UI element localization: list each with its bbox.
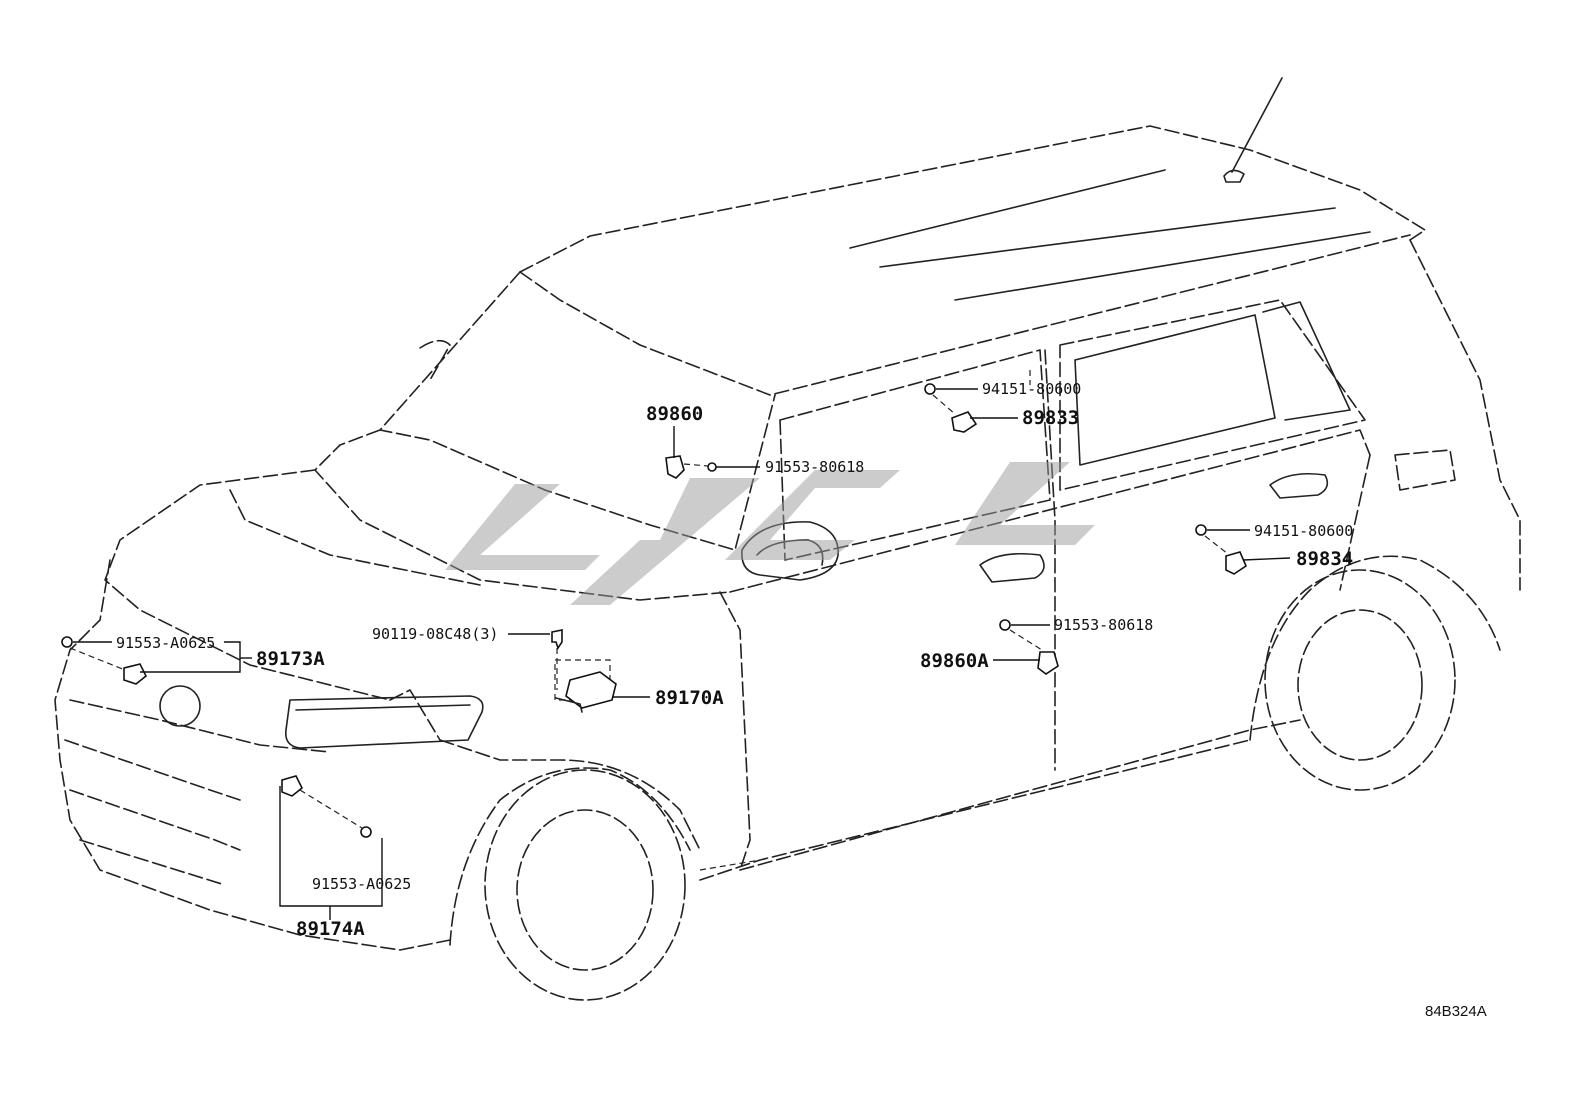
ecu-89170A-symbol bbox=[565, 671, 617, 709]
bolt-90119-symbol bbox=[551, 629, 563, 650]
callout-94151-80600-upper: 94151-80600 bbox=[982, 380, 1081, 398]
sensor-89173A-symbol bbox=[123, 663, 148, 685]
callout-89834: 89834 bbox=[1296, 548, 1353, 570]
callout-89174A: 89174A bbox=[296, 918, 365, 940]
watermark-shape-4 bbox=[955, 462, 1095, 545]
watermark-shape-2 bbox=[570, 478, 760, 605]
part-symbols bbox=[61, 383, 1247, 838]
vehicle-outline bbox=[54, 77, 1521, 1001]
nut-94151-80600-upper-symbol bbox=[924, 383, 936, 395]
bolt-91553-A0625-lower-symbol bbox=[360, 826, 372, 838]
callout-91553-A0625-lower: 91553-A0625 bbox=[312, 875, 411, 893]
callout-94151-80600-rear: 94151-80600 bbox=[1254, 522, 1353, 540]
leader-lines bbox=[69, 370, 1291, 920]
callout-89170A: 89170A bbox=[655, 687, 724, 709]
callout-89860A: 89860A bbox=[920, 650, 989, 672]
callout-89833: 89833 bbox=[1022, 407, 1079, 429]
watermark-shape-3 bbox=[725, 470, 900, 560]
bolt-91553-80618-upper-symbol bbox=[707, 462, 717, 472]
callout-91553-80618-lower: 91553-80618 bbox=[1054, 616, 1153, 634]
sensor-89834-symbol bbox=[1225, 551, 1247, 575]
callout-89173A: 89173A bbox=[256, 648, 325, 670]
sensor-89860-symbol bbox=[665, 455, 685, 479]
callout-89860: 89860 bbox=[646, 403, 703, 425]
bolt-91553-A0625-upper-symbol bbox=[61, 636, 73, 648]
callout-91553-80618-upper: 91553-80618 bbox=[765, 458, 864, 476]
drawing-code: 84B324A bbox=[1425, 1003, 1487, 1020]
watermark-shape-1 bbox=[445, 484, 600, 570]
watermark-logo bbox=[445, 462, 1095, 605]
callout-labels: 89860 91553-80618 94151-80600 89833 9415… bbox=[116, 380, 1487, 1020]
callout-90119-08C48: 90119-08C48(3) bbox=[372, 625, 498, 643]
sensor-89833-symbol bbox=[951, 411, 978, 433]
sensor-89860A-symbol bbox=[1037, 651, 1059, 675]
sensor-89174A-symbol bbox=[281, 775, 304, 797]
bolt-91553-80618-lower-symbol bbox=[999, 619, 1011, 631]
callout-91553-A0625-upper: 91553-A0625 bbox=[116, 634, 215, 652]
nut-94151-80600-rear-symbol bbox=[1195, 524, 1207, 536]
